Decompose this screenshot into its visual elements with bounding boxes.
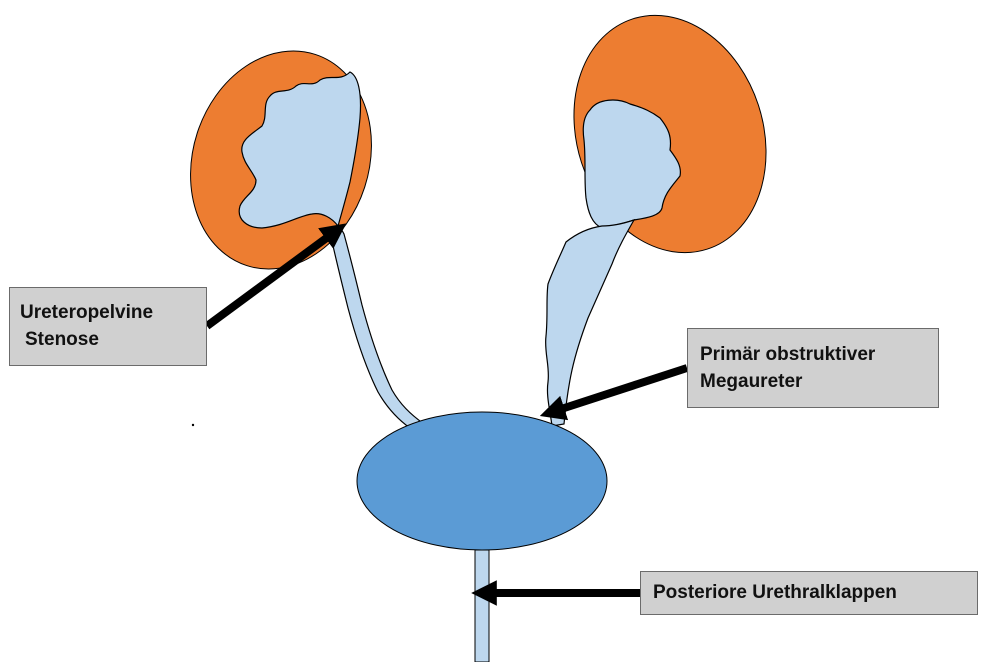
stray-dot	[192, 424, 194, 426]
urethra	[475, 550, 489, 662]
label-ureteropelvic-line1: Ureteropelvine	[20, 299, 206, 326]
arrow-megaureter	[552, 368, 687, 412]
left-ureter	[329, 226, 424, 428]
label-ureteropelvic-line2: Stenose	[20, 326, 206, 353]
label-posterior-urethral-valves: Posteriore Urethralklappen	[640, 571, 978, 615]
label-ureteropelvic-stenosis: Ureteropelvine Stenose	[9, 287, 207, 366]
label-megaureter-line2: Megaureter	[700, 368, 938, 395]
right-megaureter	[546, 220, 634, 426]
bladder	[357, 412, 607, 550]
label-primary-megaureter: Primär obstruktiver Megaureter	[687, 328, 939, 408]
label-megaureter-line1: Primär obstruktiver	[700, 341, 938, 368]
label-urethral-valves-line1: Posteriore Urethralklappen	[653, 579, 977, 606]
